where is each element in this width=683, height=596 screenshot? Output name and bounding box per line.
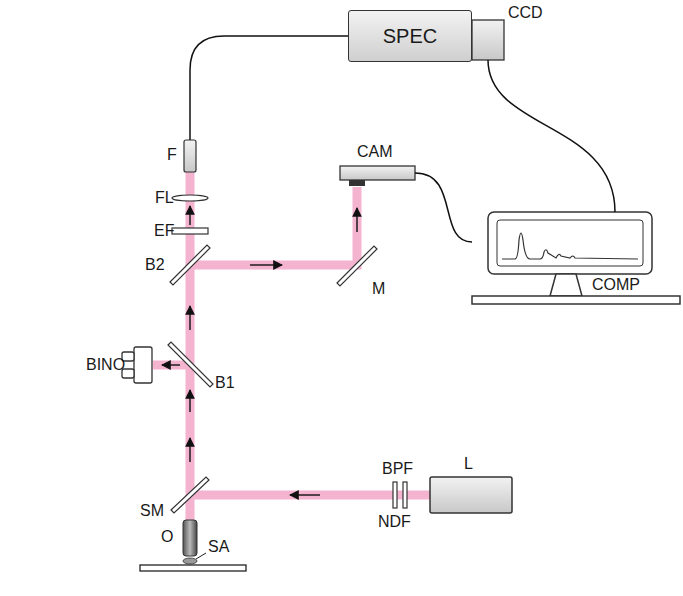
laser-beam [153, 172, 430, 521]
monitor [488, 212, 652, 274]
arrow [250, 264, 282, 265]
bino-body [134, 347, 152, 383]
camera-body [340, 166, 415, 180]
part-label: SA [208, 538, 229, 556]
beam-camera [190, 187, 357, 265]
component-node: COMP [472, 212, 680, 304]
arrow [162, 364, 180, 365]
beam-arrows [162, 206, 357, 495]
part-label: BPF [382, 460, 413, 478]
focusing-lens [172, 195, 208, 201]
monitor-neck [550, 274, 582, 296]
leader-line [196, 553, 206, 559]
screen [497, 220, 643, 266]
splitter-sm [171, 477, 209, 513]
part-label: O [161, 528, 173, 546]
mirror-m [337, 246, 377, 286]
binoculars [122, 347, 152, 383]
laser-body [430, 477, 512, 513]
part-label: B2 [145, 256, 165, 274]
part-label: M [372, 280, 385, 298]
beam-vertical [186, 172, 195, 521]
part-label: FL [155, 189, 174, 207]
part-label: NDF [378, 513, 411, 531]
splitter-b1 [168, 342, 213, 387]
nd-filter [403, 482, 407, 508]
component-node: CCD [472, 4, 543, 60]
component-node: F [167, 140, 196, 172]
arrow [189, 206, 190, 225]
objective [183, 520, 197, 556]
computer [472, 212, 680, 304]
fiber-tip [184, 140, 196, 172]
arrow [189, 390, 190, 412]
desk [472, 296, 680, 304]
part-label: EF [154, 222, 174, 240]
part-label: SM [140, 502, 164, 520]
part-label: BINO [86, 356, 125, 374]
component-label: COMP [592, 276, 640, 294]
emission-filter [172, 228, 208, 234]
splitter-b2 [170, 245, 210, 285]
spectrometer-box: SPEC [348, 10, 472, 62]
ccd-body [472, 20, 504, 60]
stage [140, 565, 246, 571]
component-label: CAM [357, 143, 393, 161]
arrow [356, 208, 357, 232]
sample [183, 558, 197, 564]
component-label: L [464, 455, 473, 473]
component-node: CAM [340, 143, 415, 186]
cable [488, 60, 615, 212]
spectrum-trace [502, 233, 638, 259]
cable [415, 173, 472, 242]
arrow [290, 494, 320, 495]
part-label: B1 [215, 374, 235, 392]
arrow [189, 306, 190, 330]
component-label: F [167, 146, 177, 164]
cable [190, 36, 348, 140]
arrow [189, 438, 190, 462]
camera-lens [349, 180, 365, 186]
bandpass-filter [393, 482, 397, 508]
component-label: SPEC [383, 25, 437, 47]
component-label: CCD [508, 4, 543, 22]
splitters [168, 245, 377, 513]
component-node: L [430, 455, 512, 513]
